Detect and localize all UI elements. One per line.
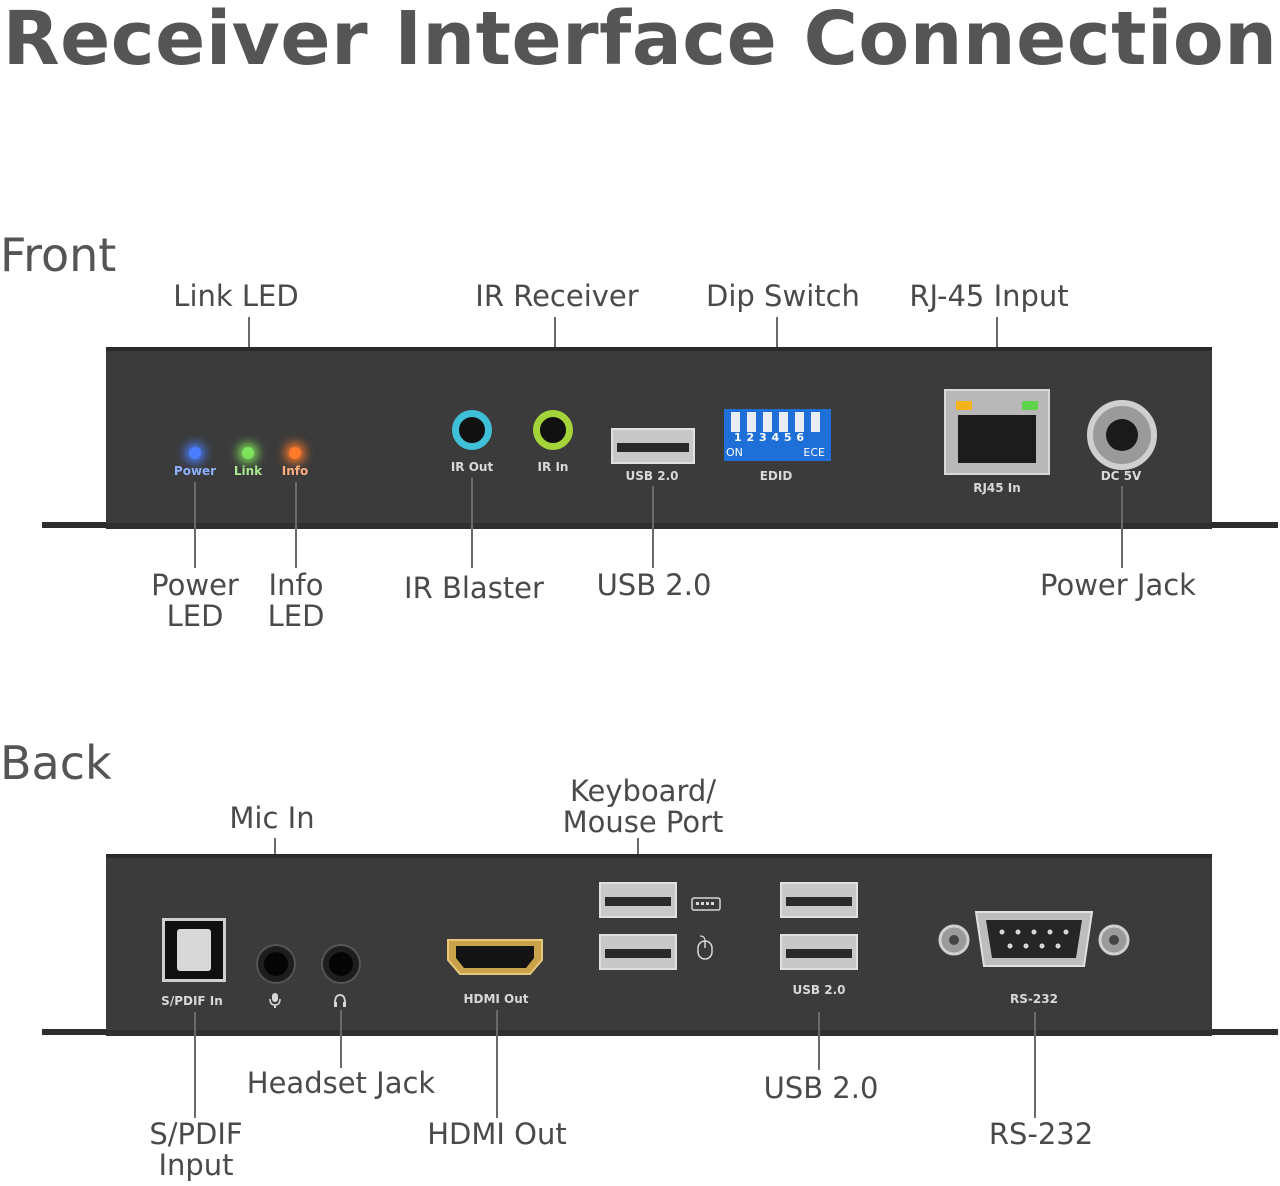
page-title: Receiver Interface Connection <box>2 0 1278 82</box>
callout-info-led-line2: LED <box>267 599 325 633</box>
rj45-link-led <box>1022 401 1038 410</box>
dip-ece-label: ECE <box>803 446 825 459</box>
silk-rj45: RJ45 In <box>973 481 1021 495</box>
front-usb-port <box>611 428 695 464</box>
back-usb-port-top <box>780 882 858 918</box>
mouse-icon <box>697 935 713 960</box>
callout-rj45-input: RJ-45 Input <box>909 279 1069 313</box>
silk-usb-front: USB 2.0 <box>625 469 679 483</box>
ir-out-jack <box>452 410 492 450</box>
callout-mic-in: Mic In <box>229 801 315 835</box>
spdif-port <box>162 918 226 982</box>
silk-edid: EDID <box>759 469 793 483</box>
mic-jack <box>258 946 294 982</box>
silk-ir-in: IR In <box>537 460 569 474</box>
headphones-icon <box>334 994 346 1007</box>
back-usb-port-bottom <box>780 934 858 970</box>
leader-ir-blaster <box>471 478 473 568</box>
callout-spdif-line2: Input <box>158 1148 234 1182</box>
callout-ir-receiver: IR Receiver <box>475 279 639 313</box>
mouse-usb-port <box>599 934 677 970</box>
rj45-port <box>944 389 1050 475</box>
leader-usb-front <box>652 486 654 568</box>
silk-spdif: S/PDIF In <box>161 994 223 1008</box>
leader-info-led <box>295 482 297 568</box>
leader-power-jack <box>1121 486 1123 568</box>
hdmi-port <box>447 939 543 975</box>
power-led <box>189 447 201 459</box>
dip-switch-toggles <box>731 412 820 432</box>
silk-link: Link <box>233 464 263 478</box>
silk-power: Power <box>173 464 217 478</box>
microphone-icon <box>269 993 281 1008</box>
dip-numbers: 1 2 3 4 5 6 <box>734 431 805 444</box>
ir-in-jack <box>533 410 573 450</box>
front-heading: Front <box>0 228 117 282</box>
callout-rs232: RS-232 <box>988 1117 1094 1151</box>
callout-keyboard-line1: Keyboard/ <box>569 774 717 808</box>
callout-usb-back: USB 2.0 <box>763 1071 879 1105</box>
dc-power-jack <box>1087 400 1157 470</box>
callout-hdmi-out: HDMI Out <box>427 1117 567 1151</box>
callout-power-led-line2: LED <box>166 599 224 633</box>
callout-headset-jack: Headset Jack <box>246 1066 436 1100</box>
silk-rs232: RS-232 <box>1010 992 1058 1006</box>
callout-dip-switch: Dip Switch <box>706 279 860 313</box>
callout-power-led-line1: Power <box>151 568 239 602</box>
silk-usb-back: USB 2.0 <box>792 983 846 997</box>
rs232-port <box>938 911 1130 967</box>
leader-hdmi-out <box>496 1010 498 1118</box>
link-led <box>242 447 254 459</box>
spdif-shutter <box>177 929 211 971</box>
leader-headset-jack <box>340 1010 342 1068</box>
keyboard-icon <box>691 897 721 911</box>
leader-rs232 <box>1034 1012 1036 1118</box>
info-led <box>289 447 301 459</box>
dc-jack-hole <box>1106 419 1138 451</box>
silk-dc: DC 5V <box>1100 469 1142 483</box>
callout-info-led-line1: Info <box>268 568 324 602</box>
dip-on-label: ON <box>726 446 743 459</box>
callout-link-led: Link LED <box>173 279 299 313</box>
rj45-socket <box>958 415 1036 463</box>
silk-info: Info <box>281 464 309 478</box>
callout-spdif-line1: S/PDIF <box>149 1117 243 1151</box>
silk-ir-out: IR Out <box>450 460 494 474</box>
rj45-activity-led <box>956 401 972 410</box>
headset-jack <box>323 946 359 982</box>
callout-power-jack: Power Jack <box>1040 568 1196 602</box>
dip-switch: 1 2 3 4 5 6 ON ECE <box>724 409 831 461</box>
leader-spdif <box>194 1012 196 1118</box>
keyboard-usb-port <box>599 882 677 918</box>
back-heading: Back <box>0 736 112 790</box>
leader-usb-back <box>818 1012 820 1070</box>
silk-hdmi: HDMI Out <box>463 992 529 1006</box>
leader-power-led <box>194 482 196 568</box>
callout-usb-front: USB 2.0 <box>596 568 712 602</box>
callout-keyboard-line2: Mouse Port <box>562 805 724 839</box>
callout-ir-blaster: IR Blaster <box>404 571 544 605</box>
